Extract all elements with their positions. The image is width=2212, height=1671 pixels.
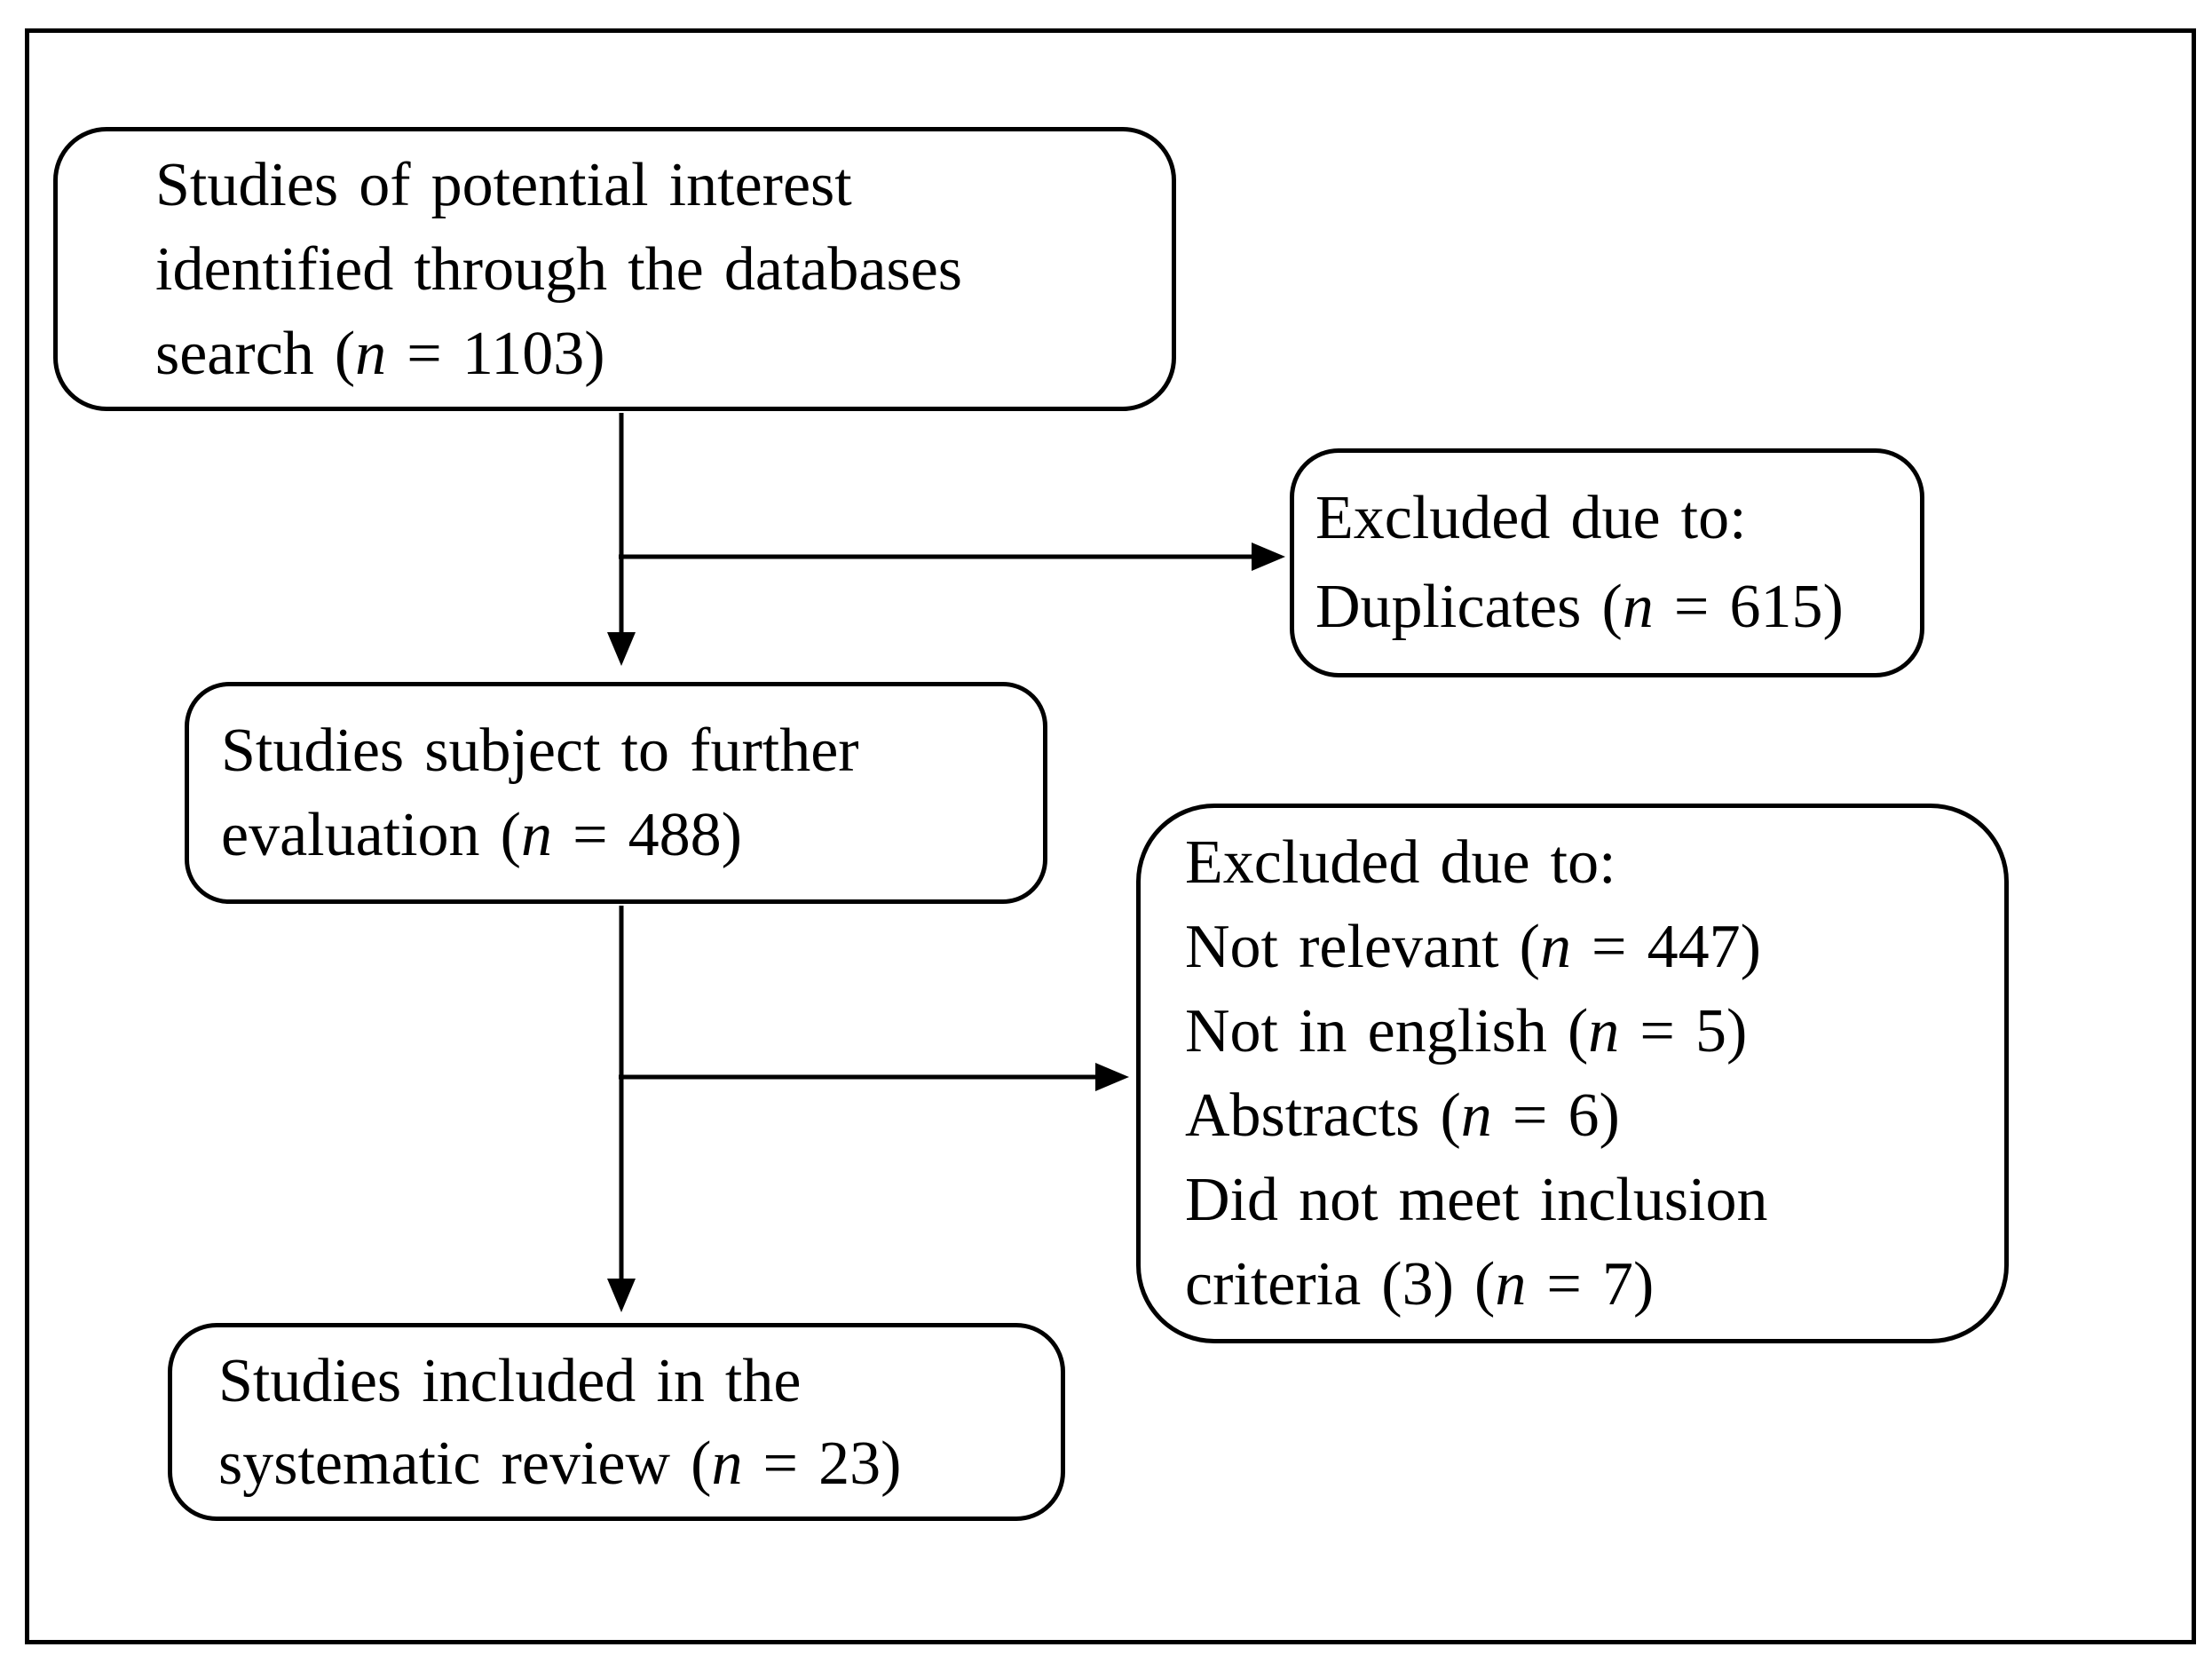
box-line: Studies of potential interest <box>155 150 852 219</box>
box-line: Did not meet inclusion <box>1185 1166 1768 1234</box>
box-line: systematic review (n = 23) <box>218 1429 902 1498</box>
box-line: evaluation (n = 488) <box>221 801 742 869</box>
flow-box-studies-further-evaluation: Studies subject to further evaluation (n… <box>185 682 1047 904</box>
box-line: Studies subject to further <box>221 717 859 785</box>
flow-box-studies-included: Studies included in the systematic revie… <box>168 1323 1065 1521</box>
box-line: Excluded due to: <box>1315 484 1747 552</box>
box-line: Not in english (n = 5) <box>1185 997 1748 1065</box>
box-line: identified through the databases <box>155 234 963 304</box>
flow-box-excluded-reasons: Excluded due to: Not relevant (n = 447) … <box>1136 804 2009 1343</box>
box-line: Not relevant (n = 447) <box>1185 913 1761 981</box>
flow-box-excluded-duplicates: Excluded due to: Duplicates (n = 615) <box>1290 448 1924 677</box>
box-line: Studies included in the <box>218 1346 802 1415</box>
figure-border <box>25 28 2196 1644</box>
box-line: criteria (3) (n = 7) <box>1185 1250 1655 1319</box>
box-line: Duplicates (n = 615) <box>1315 573 1844 641</box>
box-line: search (n = 1103) <box>155 319 605 388</box>
box-line: Abstracts (n = 6) <box>1185 1081 1620 1150</box>
flow-box-studies-identified: Studies of potential interest identified… <box>53 127 1176 411</box>
box-line: Excluded due to: <box>1185 828 1616 897</box>
